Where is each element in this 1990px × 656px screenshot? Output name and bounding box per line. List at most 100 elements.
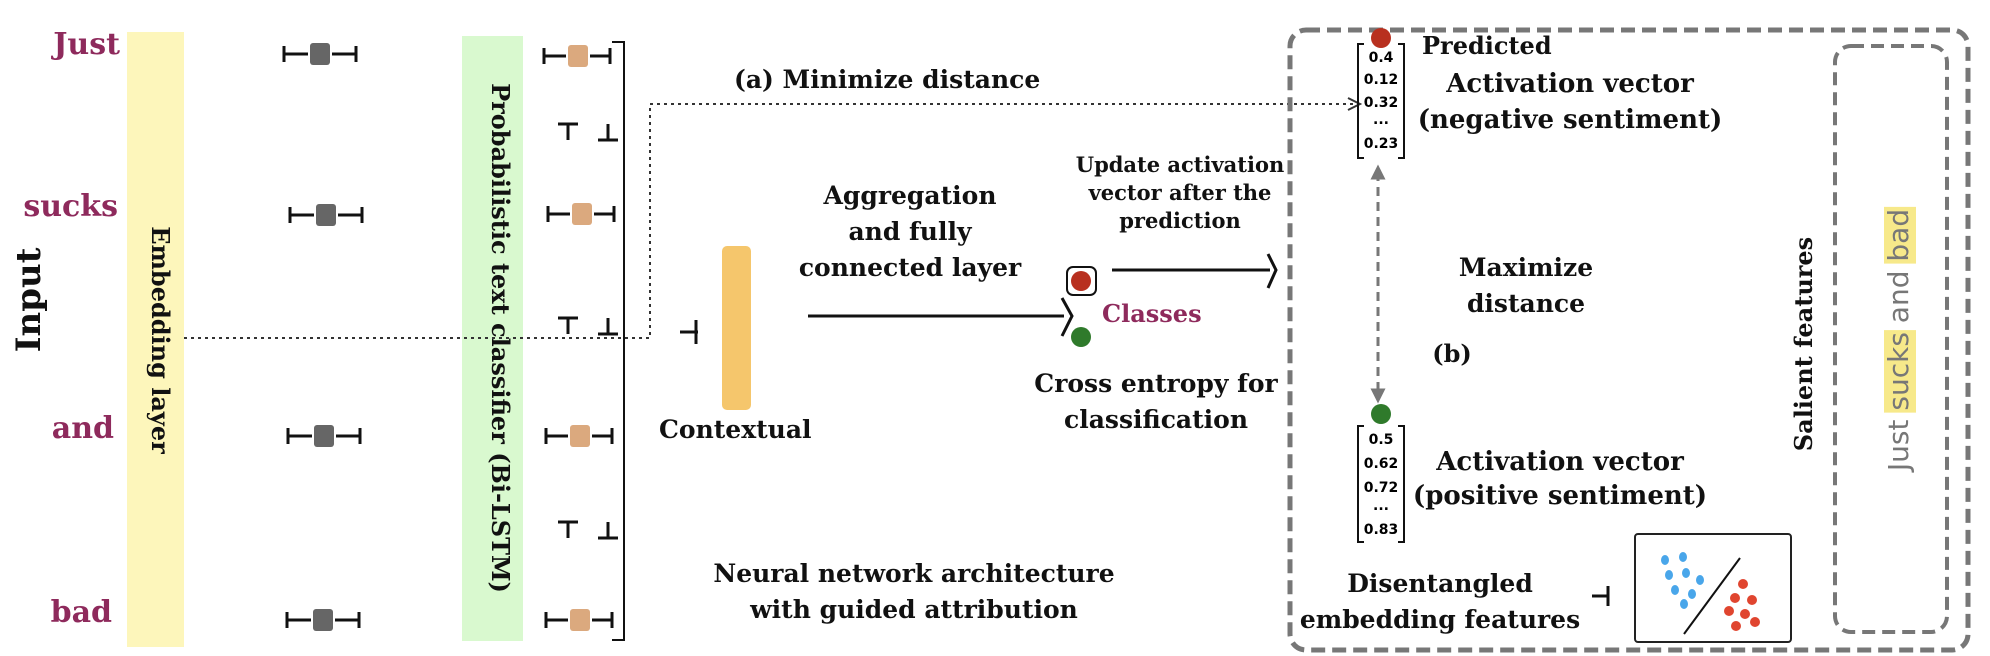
positive-value-last: 0.83: [1364, 522, 1399, 538]
red-cluster: [1724, 579, 1760, 631]
red-point: [1750, 617, 1760, 627]
predicted-value-3: 0.32: [1364, 95, 1399, 111]
salient-features-label: Salient features: [1789, 237, 1818, 451]
blue-point: [1696, 575, 1704, 585]
lstm-bracket: [612, 41, 625, 641]
lstm-connectors: [558, 122, 618, 540]
disentangled-line-1: Disentangled: [1347, 569, 1533, 598]
t-connector: [558, 520, 578, 538]
predicted-value-2: 0.12: [1364, 72, 1399, 88]
embedding-cells: [282, 43, 364, 631]
embedding-layer-label: Embedding layer: [146, 226, 175, 454]
predicted-vector-bracket: [1357, 43, 1405, 159]
positive-value-1: 0.5: [1369, 432, 1394, 448]
architecture-line-2: with guided attribution: [749, 595, 1078, 624]
negative-class-dot: [1071, 271, 1091, 291]
blue-point: [1665, 570, 1673, 580]
t-connector: [598, 124, 618, 142]
salient-highlight-sucks: [1884, 330, 1916, 413]
blue-point: [1682, 568, 1690, 578]
aggregation-arrowhead: [1060, 297, 1074, 337]
lstm-cells: [542, 45, 616, 631]
classes-label: Classes: [1102, 299, 1202, 328]
red-point: [1731, 621, 1741, 631]
embedding-layer-bar: [127, 32, 184, 647]
salient-highlight-bad: [1884, 206, 1916, 264]
salient-word-and: and: [1882, 271, 1915, 324]
positive-class-dot: [1071, 327, 1091, 347]
lstm-cell: [546, 203, 616, 225]
t-connector: [598, 522, 618, 540]
cross-entropy-line-2: classification: [1064, 405, 1248, 434]
aggregation-line-3: connected layer: [799, 253, 1022, 282]
predicted-vector-dot: [1371, 28, 1391, 48]
input-word-just: Just: [50, 27, 120, 62]
lstm-cell: [542, 45, 612, 67]
input-word-bad: bad: [51, 595, 112, 630]
predicted-label: Predicted: [1422, 31, 1552, 60]
update-line-2: vector after the: [1088, 180, 1272, 205]
update-line-3: prediction: [1119, 208, 1241, 233]
predicted-value-1: 0.4: [1369, 50, 1394, 66]
contextual-input-connector: [680, 320, 698, 344]
t-connector: [598, 318, 618, 336]
red-point: [1740, 609, 1750, 619]
architecture-line-1: Neural network architecture: [713, 559, 1114, 588]
input-title: Input: [9, 247, 49, 352]
salient-features-panel: [1833, 44, 1949, 634]
t-connector: [558, 122, 578, 140]
t-connector: [558, 316, 578, 334]
lstm-cell: [544, 425, 614, 447]
red-point: [1730, 593, 1740, 603]
explanation-panel: [1287, 27, 1971, 653]
svg-text:Just sucks and bad: Just sucks and bad: [1882, 209, 1915, 473]
blue-point: [1680, 599, 1688, 609]
update-line-1: Update activation: [1076, 152, 1285, 177]
input-word-and: and: [52, 411, 114, 446]
red-point: [1724, 606, 1734, 616]
embedding-cell: [285, 609, 361, 631]
red-point: [1747, 595, 1757, 605]
input-word-sucks: sucks: [23, 189, 118, 224]
disentangled-connector: [1592, 586, 1610, 606]
salient-word-bad: bad: [1882, 209, 1915, 262]
maximize-line-2: distance: [1467, 289, 1585, 318]
lstm-cell: [544, 609, 614, 631]
salient-word-sucks: sucks: [1882, 332, 1915, 411]
embedding-cell: [282, 43, 358, 65]
positive-vector-title-1: Activation vector: [1435, 447, 1684, 477]
salient-sentence: Just sucks and bad: [1882, 206, 1916, 473]
blue-point: [1688, 589, 1696, 599]
positive-vector-dot: [1371, 404, 1391, 424]
predicted-value-ellipsis: ...: [1373, 112, 1389, 128]
aggregation-line-2: and fully: [848, 217, 972, 246]
positive-value-3: 0.72: [1364, 480, 1399, 496]
maximize-tag: (b): [1432, 339, 1472, 368]
positive-vector-bracket: [1357, 425, 1405, 543]
aggregation-line-1: Aggregation: [822, 181, 996, 210]
update-arrowhead: [1266, 253, 1278, 289]
negative-vector-title-1: Activation vector: [1445, 69, 1694, 99]
embedding-cell: [288, 204, 364, 226]
positive-value-2: 0.62: [1364, 456, 1399, 472]
blue-point: [1661, 555, 1669, 565]
disentangled-line-2: embedding features: [1300, 605, 1580, 634]
cross-entropy-line-1: Cross entropy for: [1034, 369, 1278, 398]
contextual-bar: [722, 246, 751, 410]
embedding-cell: [286, 425, 362, 447]
contextual-label: Contextual: [659, 415, 812, 444]
positive-value-ellipsis: ...: [1373, 498, 1389, 514]
salient-word-just: Just: [1882, 420, 1915, 474]
positive-vector-title-2: (positive sentiment): [1413, 481, 1707, 511]
predicted-value-last: 0.23: [1364, 136, 1399, 152]
blue-point: [1679, 552, 1687, 562]
scatter-separator-line: [1683, 557, 1741, 635]
red-point: [1738, 579, 1748, 589]
negative-vector-title-2: (negative sentiment): [1418, 105, 1723, 135]
blue-cluster: [1661, 552, 1704, 609]
predicted-class-frame: [1066, 266, 1097, 296]
maximize-line-1: Maximize: [1459, 253, 1593, 282]
minimize-distance-path: [184, 103, 1356, 339]
minimize-arrowhead: [1347, 97, 1363, 111]
